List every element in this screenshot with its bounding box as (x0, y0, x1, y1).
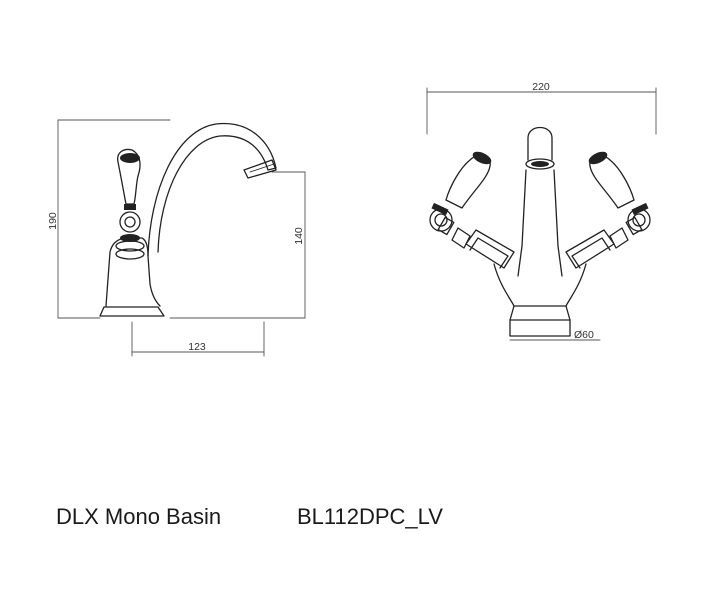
dim-label-base-diameter: Ø60 (574, 329, 594, 341)
dim-label-spout-height: 140 (293, 227, 305, 245)
front-base (509, 305, 571, 337)
side-view (57, 119, 306, 357)
product-name: DLX Mono Basin (56, 504, 222, 529)
dim-label-side-height: 190 (47, 212, 59, 230)
dim-label-projection: 123 (188, 341, 206, 353)
side-spout (147, 122, 277, 257)
dimension-overall-width (426, 87, 657, 135)
front-spout (527, 126, 553, 161)
dimension-spout-height (169, 171, 306, 319)
dimension-side-height (57, 119, 171, 319)
front-left-arm (429, 151, 515, 269)
front-column (517, 169, 563, 277)
front-view (426, 87, 657, 341)
dimension-projection (131, 321, 265, 357)
front-body-bottom (493, 263, 587, 307)
product-code: BL112DPC_LV (297, 504, 443, 529)
side-handle-lever (117, 148, 141, 205)
front-right-arm (565, 151, 651, 269)
side-body (105, 237, 161, 307)
side-base (99, 306, 165, 317)
side-spout-outlet (243, 159, 277, 179)
side-handle-boss (119, 211, 141, 233)
dim-label-overall-width: 220 (532, 81, 550, 93)
